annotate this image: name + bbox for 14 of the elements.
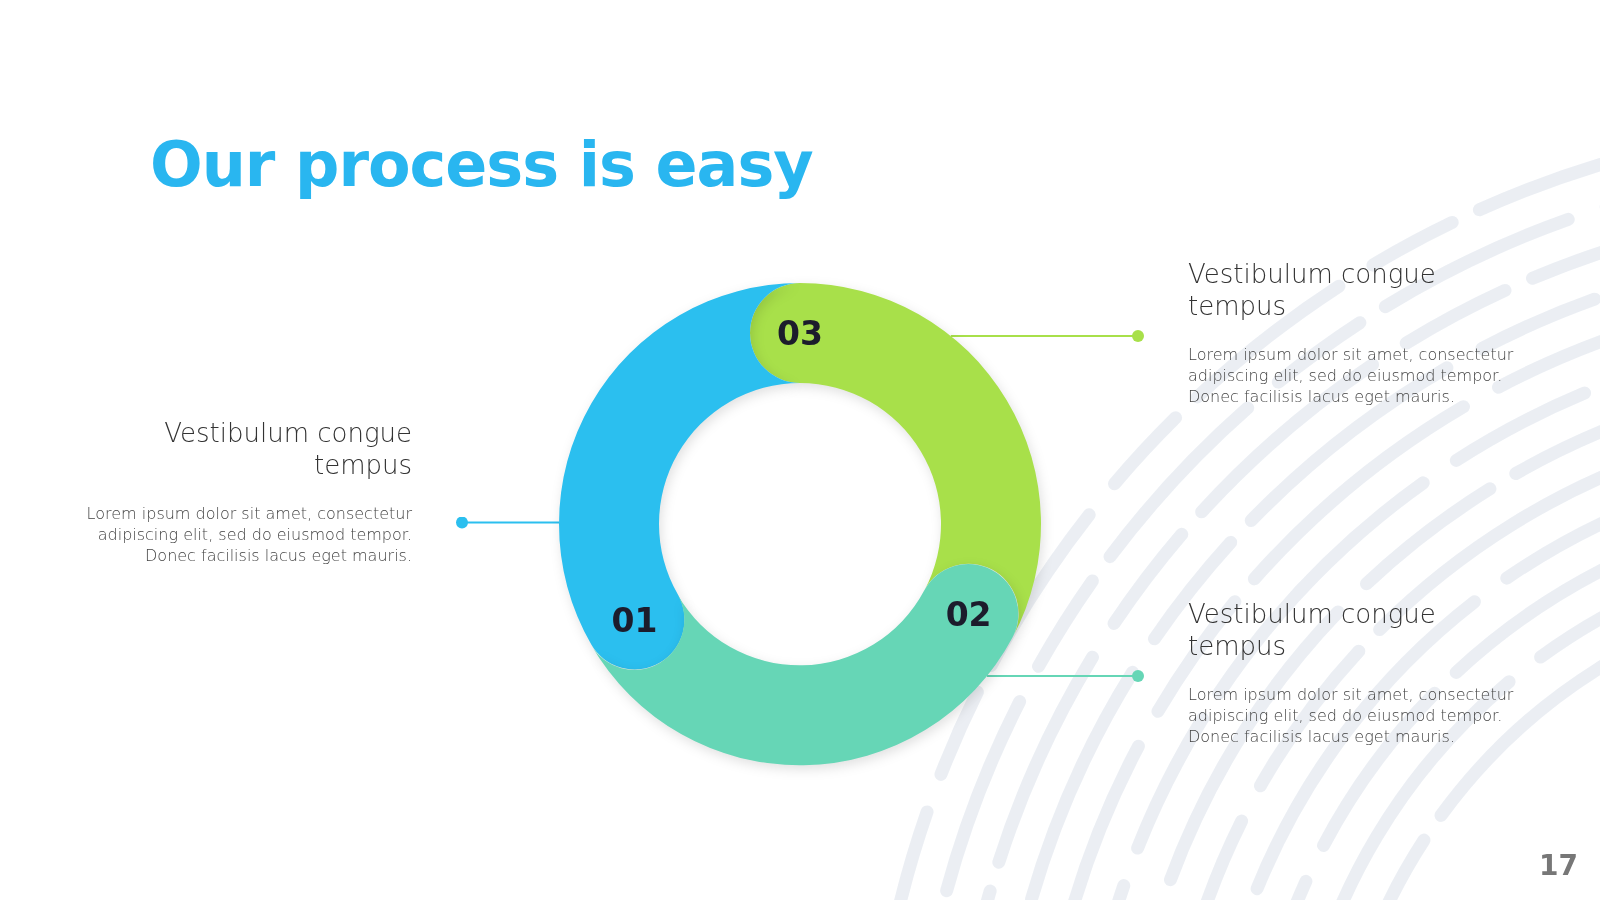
slide-title: Our process is easy [150,128,813,201]
step-description: Lorem ipsum dolor sit amet, consectetur adipiscing elit, sed do eiusmod tempor. Donec facilisis lacus eget mauris. [85,503,412,566]
step-heading: Vestibulum congue tempus [1188,598,1437,662]
step-heading: Vestibulum congue tempus [163,417,412,481]
leader-line [456,516,560,529]
step-description: Lorem ipsum dolor sit amet, consectetur adipiscing elit, sed do eiusmod tempor. Donec facilisis lacus eget mauris. [1188,344,1515,407]
leader-line [986,670,1144,682]
step-description: Lorem ipsum dolor sit amet, consectetur adipiscing elit, sed do eiusmod tempor. Donec facilisis lacus eget mauris. [1188,684,1515,747]
step-number: 01 [611,600,658,639]
page-number: 17 [1539,849,1578,882]
leader-line [949,330,1144,342]
step-number: 03 [777,313,823,353]
step-number: 02 [945,594,992,634]
step-heading: Vestibulum congue tempus [1188,258,1437,322]
